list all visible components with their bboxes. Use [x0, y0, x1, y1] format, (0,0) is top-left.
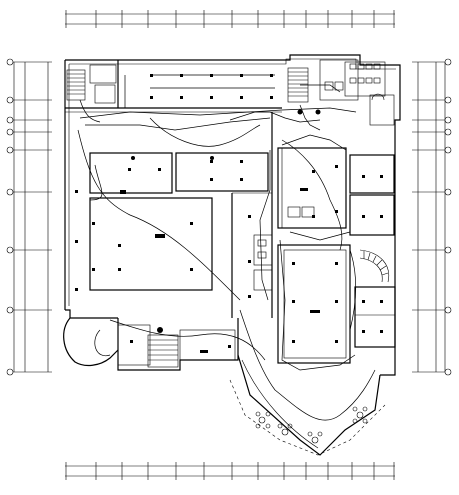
toilet-fixtures: [324, 63, 381, 91]
top-dimension-chain: [65, 10, 395, 28]
axis-bubble: [6, 96, 14, 104]
top-axis-ticks: [65, 10, 395, 28]
stair-top-right: [288, 71, 308, 97]
axis-bubble: [444, 146, 452, 154]
stair-top-left: [67, 73, 85, 95]
axis-bubble: [444, 58, 452, 66]
axis-bubble: [6, 306, 14, 314]
right-dimension-chain: [412, 58, 452, 376]
bottom-axis-ticks: [65, 462, 395, 480]
axis-bubble: [6, 58, 14, 66]
left-axis-ticks: [6, 58, 52, 376]
right-axis-ticks: [412, 58, 452, 376]
axis-bubble: [444, 368, 452, 376]
stair-bottom: [148, 339, 178, 361]
axis-bubble: [444, 116, 452, 124]
electrical-wiring: [77, 74, 376, 421]
axis-bubble: [6, 116, 14, 124]
axis-bubble: [444, 96, 452, 104]
axis-bubble: [6, 246, 14, 254]
plant-symbols: [255, 406, 368, 444]
axis-bubble: [444, 306, 452, 314]
interior-walls: [65, 59, 396, 368]
axis-bubble: [444, 246, 452, 254]
left-dimension-chain: [6, 58, 52, 376]
axis-bubble: [6, 368, 14, 376]
axis-bubble: [6, 128, 14, 136]
axis-bubble: [444, 128, 452, 136]
bottom-dimension-chain: [65, 462, 395, 480]
axis-bubble: [6, 146, 14, 154]
axis-bubble: [444, 188, 452, 196]
axis-bubble: [6, 188, 14, 196]
fixture-symbols: [75, 74, 383, 353]
spiral-stair: [363, 251, 389, 276]
